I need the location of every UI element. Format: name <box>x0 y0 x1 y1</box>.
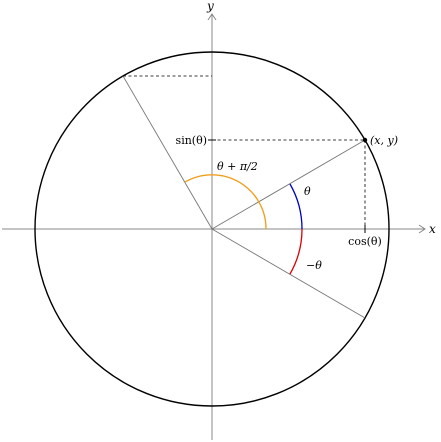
unit-circle <box>34 51 390 407</box>
point-xy <box>362 137 368 143</box>
cos-label: cos(θ) <box>348 235 382 248</box>
arc-neg-theta <box>289 228 303 275</box>
radius-theta-plus-half-pi <box>122 75 213 230</box>
sin-label: sin(θ) <box>176 134 207 147</box>
neg-theta-label: −θ <box>306 259 322 272</box>
arc-theta-plus-half-pi <box>184 174 267 230</box>
theta-label: θ <box>304 185 311 198</box>
theta-plus-half-pi-label: θ + π/2 <box>217 160 258 173</box>
radius-neg-theta <box>211 228 366 319</box>
y-axis-label: y <box>206 0 214 13</box>
x-axis-arrow <box>418 224 426 234</box>
y-axis-arrow <box>207 13 217 21</box>
point-label: (x, y) <box>370 134 398 147</box>
x-axis-label: x <box>429 222 436 236</box>
arc-theta <box>289 183 303 230</box>
radius-theta <box>211 139 366 230</box>
